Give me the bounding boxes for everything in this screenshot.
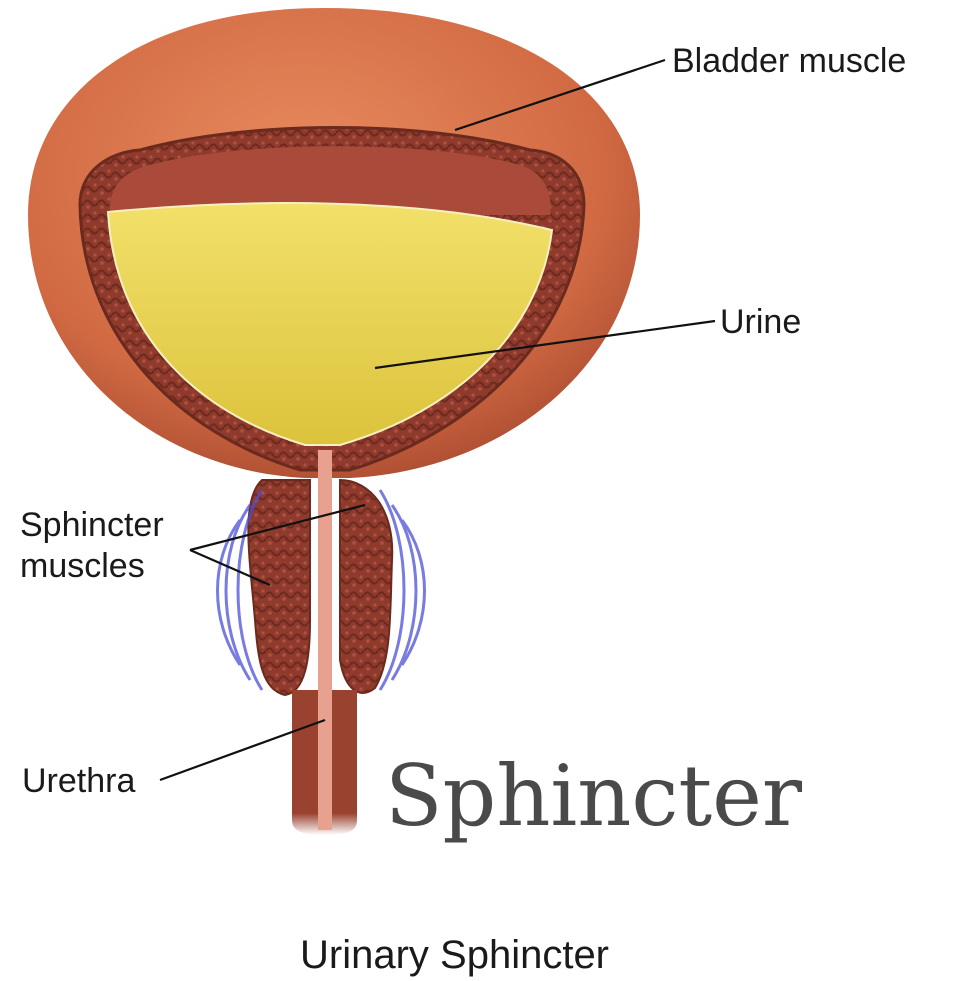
diagram-caption: Urinary Sphincter [300, 933, 609, 977]
sphincter-muscle-left [247, 479, 311, 697]
bladder-inner-lining [109, 146, 551, 215]
label-sphincter-muscles-line1: Sphincter [20, 506, 164, 544]
label-bladder-muscle: Bladder muscle [672, 42, 906, 80]
urethra-lumen [318, 450, 332, 830]
leader-bladder-muscle [454, 58, 666, 132]
leader-sphincter-right [189, 503, 366, 552]
leader-sphincter-left [189, 548, 271, 587]
label-sphincter-muscles-line2: muscles [20, 547, 145, 585]
contraction-arcs-right [378, 489, 426, 691]
leader-urethra [159, 718, 326, 782]
label-urethra: Urethra [22, 762, 135, 800]
leader-urine [374, 319, 716, 370]
overlay-title: Sphincter [385, 747, 803, 845]
contraction-arcs-left [216, 489, 264, 691]
sphincter-muscle-right [339, 478, 394, 694]
urine-fill [106, 202, 554, 446]
label-urine: Urine [720, 303, 801, 341]
